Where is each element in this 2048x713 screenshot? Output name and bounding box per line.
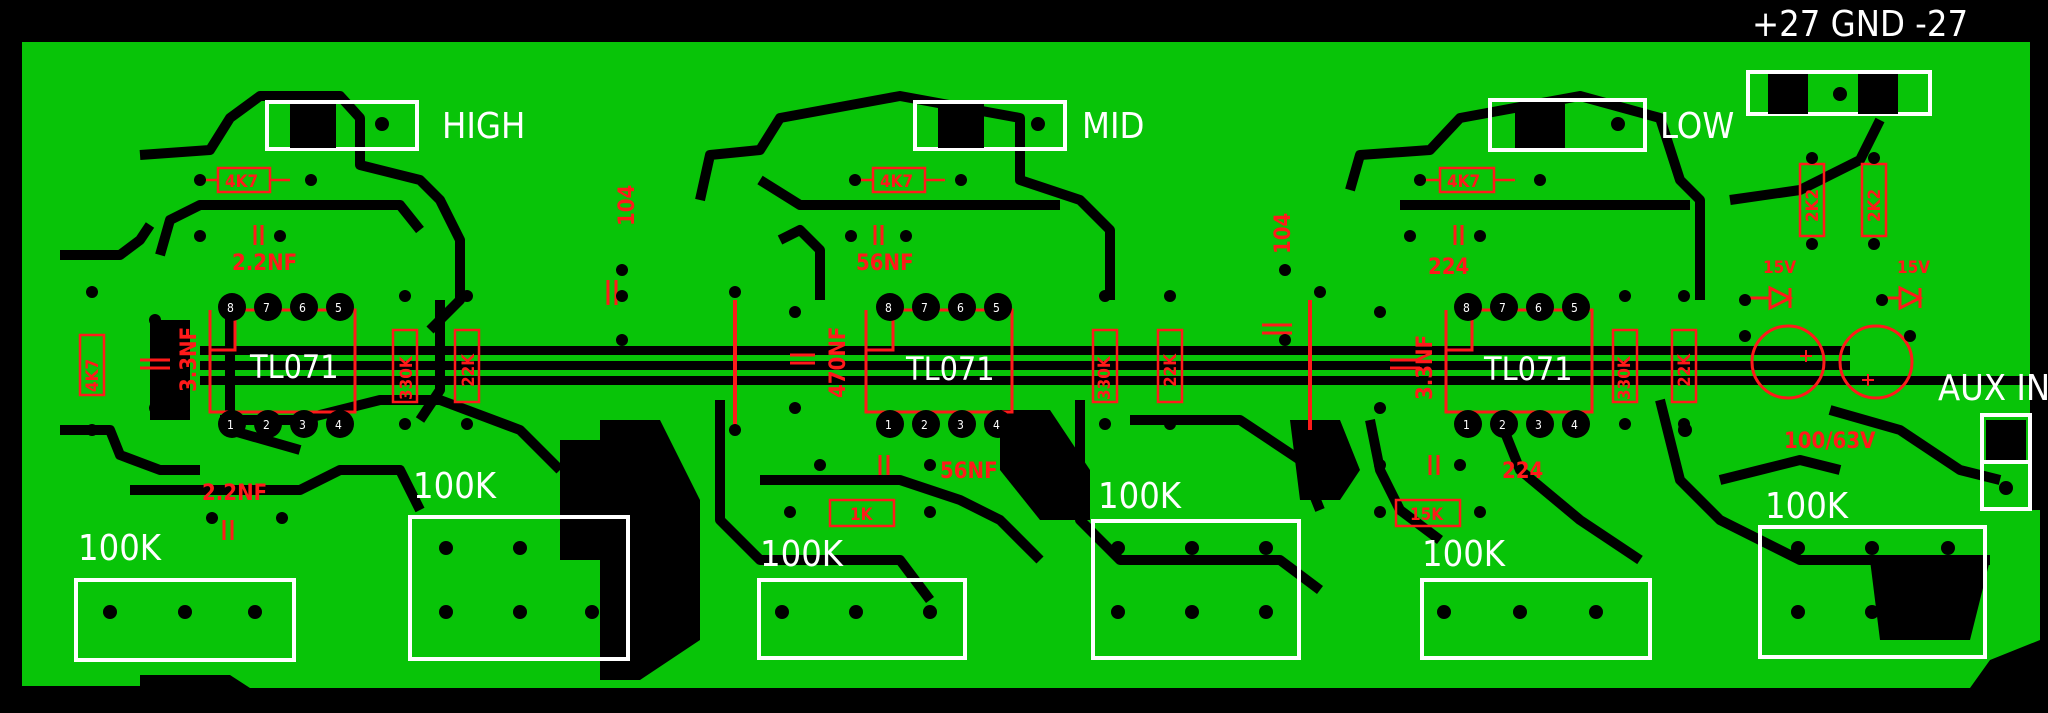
svg-text:8: 8 — [227, 301, 234, 315]
r-high-22k: 22K — [459, 353, 479, 387]
ic3-outline — [1444, 308, 1594, 414]
white-labels: +27 GND -27 HIGH MID LOW AUX IN 100K 100… — [78, 4, 2048, 575]
c-high-3.3nf: 3.3NF — [177, 327, 202, 392]
electrolytic-caps — [1750, 324, 1914, 400]
pot-2-label: 100K — [413, 466, 497, 507]
pot-1-label: 100K — [78, 528, 162, 569]
pot-4-outline — [1091, 519, 1301, 660]
capacitor-symbols — [140, 225, 1464, 540]
ic1-outline — [208, 308, 357, 414]
r-supply-2k2-a: 2K2 — [1803, 189, 1823, 222]
svg-text:1: 1 — [1463, 418, 1470, 432]
svg-text:5: 5 — [1571, 301, 1578, 315]
power-connector-outline — [1746, 70, 1932, 116]
c-low-224: 224 — [1428, 255, 1469, 280]
c-low-224-b: 224 — [1502, 459, 1543, 484]
svg-text:8: 8 — [1463, 301, 1470, 315]
r-mid-4k7: 4K7 — [880, 172, 913, 192]
pot-outlines — [74, 515, 1987, 662]
ic-3-label: TL071 — [1483, 350, 1573, 388]
pot-4-label: 100K — [1098, 476, 1182, 517]
svg-text:4: 4 — [1571, 418, 1578, 432]
c-high-2.2nf: 2.2NF — [232, 251, 297, 276]
svg-text:4: 4 — [335, 418, 342, 432]
svg-text:7: 7 — [263, 301, 270, 315]
ic-outlines — [208, 308, 1594, 414]
r-mid-1k: 1K — [850, 505, 874, 525]
pot-3-label: 100K — [760, 534, 844, 575]
pot-5-label: 100K — [1422, 534, 1506, 575]
through-holes — [86, 87, 2013, 619]
pot-5-outline — [1420, 578, 1652, 660]
r-low-4k7: 4K7 — [1447, 172, 1480, 192]
r-high-330k: 330K — [397, 355, 417, 400]
svg-text:6: 6 — [957, 301, 964, 315]
ic2-outline — [864, 308, 1014, 414]
svg-text:3: 3 — [957, 418, 964, 432]
c-high-2.2nf-b: 2.2NF — [202, 481, 267, 506]
connector-outlines — [265, 70, 2032, 511]
zener-15v-a: 15V — [1763, 258, 1796, 278]
copper-gaps — [60, 91, 2002, 603]
ic-1-label: TL071 — [249, 348, 339, 386]
r-high-4k7: 4K7 — [225, 172, 258, 192]
svg-text:6: 6 — [1535, 301, 1542, 315]
svg-text:2: 2 — [1499, 418, 1506, 432]
polarity-marks — [1800, 350, 1874, 386]
r-low-15k: 15K — [1410, 505, 1444, 525]
copper-voids — [150, 320, 1990, 680]
svg-text:7: 7 — [921, 301, 928, 315]
pot-6-label: 100K — [1765, 486, 1849, 527]
c-mid-56nf-b: 56NF — [940, 459, 998, 484]
low-connector-outline — [1488, 98, 1647, 152]
svg-text:7: 7 — [1499, 301, 1506, 315]
svg-text:3: 3 — [1535, 418, 1542, 432]
r-mid-22k: 22K — [1161, 353, 1181, 387]
ic-2-label: TL071 — [905, 350, 995, 388]
svg-text:2: 2 — [263, 418, 270, 432]
zener-15v-b: 15V — [1897, 258, 1930, 278]
pot-3-outline — [757, 578, 967, 660]
r-high-4k7-v: 4K7 — [83, 359, 103, 392]
c-coupling-104-b: 104 — [1271, 213, 1296, 254]
ic-pin-numbers: 8 7 6 5 1 2 3 4 8 7 6 5 1 2 3 4 8 7 6 5 … — [227, 301, 1578, 432]
high-connector-label: HIGH — [442, 106, 525, 147]
c-coupling-104-a: 104 — [615, 185, 640, 226]
svg-text:6: 6 — [299, 301, 306, 315]
svg-text:4: 4 — [993, 418, 1000, 432]
c-mid-470nf: 470NF — [826, 327, 851, 398]
mid-connector-outline — [913, 100, 1067, 151]
aux-in-label: AUX IN — [1938, 368, 2048, 409]
c-supply-100-63v: 100/63V — [1784, 429, 1876, 454]
svg-text:5: 5 — [335, 301, 342, 315]
pot-6-outline — [1758, 525, 1987, 659]
svg-text:1: 1 — [885, 418, 892, 432]
svg-text:5: 5 — [993, 301, 1000, 315]
svg-text:3: 3 — [299, 418, 306, 432]
pot-1-outline — [74, 578, 296, 662]
high-connector-outline — [265, 100, 419, 151]
svg-text:1: 1 — [227, 418, 234, 432]
pot-2-outline — [408, 515, 630, 661]
power-connector-label: +27 GND -27 — [1752, 4, 1968, 45]
r-low-330k: 330K — [1615, 355, 1635, 400]
low-connector-label: LOW — [1660, 106, 1734, 147]
resistor-outlines — [78, 162, 1888, 528]
c-low-3.3nf: 3.3NF — [1413, 335, 1438, 400]
r-supply-2k2-b: 2K2 — [1865, 189, 1885, 222]
component-labels: 4K7 2.2NF 2.2NF 4K7 3.3NF 330K 22K 104 4… — [83, 172, 1930, 525]
rail-traces — [200, 346, 2048, 385]
svg-text:8: 8 — [885, 301, 892, 315]
ic-pins — [218, 293, 1590, 438]
r-mid-330k: 330K — [1095, 355, 1115, 400]
r-low-22k: 22K — [1675, 353, 1695, 387]
svg-text:2: 2 — [921, 418, 928, 432]
c-mid-56nf: 56NF — [856, 251, 914, 276]
mid-connector-label: MID — [1082, 106, 1144, 147]
